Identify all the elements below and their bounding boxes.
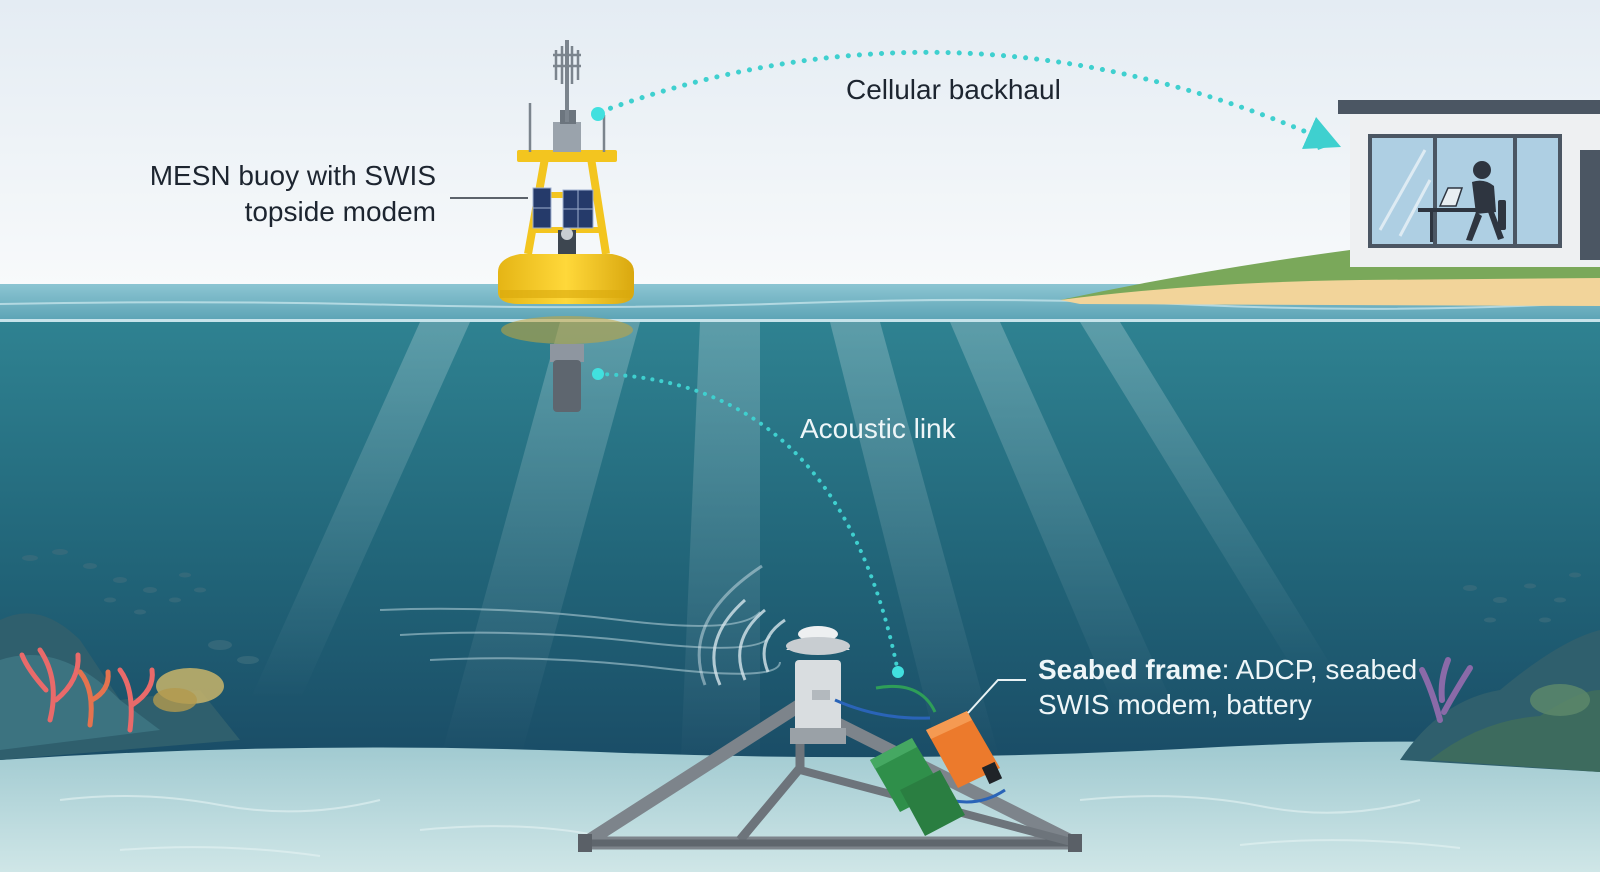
seabed-node-dot — [892, 666, 904, 678]
buoy-label: MESN buoy with SWIS topside modem — [100, 158, 436, 230]
arrow-head-icon — [1312, 130, 1337, 150]
seabed-leader-line — [967, 679, 1026, 714]
seabed-label-line1: Seabed frame: ADCP, seabed — [1038, 652, 1417, 687]
waterline — [0, 319, 1600, 322]
topside-modem-icon — [553, 122, 581, 152]
laptop-icon — [1438, 187, 1464, 207]
seabed — [0, 741, 1600, 872]
battery-icon — [870, 738, 965, 836]
buoy-icon — [498, 40, 634, 304]
current-flow-lines — [379, 607, 781, 675]
acoustic-node-dot — [592, 368, 604, 380]
buoy-label-line2: topside modem — [244, 196, 436, 227]
seabed-label-line2: SWIS modem, battery — [1038, 689, 1312, 720]
buoy-underside — [501, 316, 633, 412]
acoustic-link-arc — [596, 372, 900, 674]
building-icon — [1338, 100, 1600, 267]
transducer-icon — [553, 360, 581, 412]
antenna-icon — [528, 46, 606, 152]
acoustic-link-label: Acoustic link — [800, 413, 956, 444]
seabed-frame-icon — [578, 626, 1082, 852]
seabed-label-rest: : ADCP, seabed — [1221, 654, 1418, 685]
cellular-node-dot — [591, 107, 605, 121]
person-at-desk-icon — [1418, 161, 1506, 242]
cellular-backhaul-label: Cellular backhaul — [846, 74, 1061, 105]
coral-right-icon — [1400, 630, 1600, 772]
orange-modem-icon — [926, 711, 1003, 788]
seabed-label-bold: Seabed frame — [1038, 654, 1222, 685]
solar-panel-icon — [532, 187, 594, 229]
buoy-label-line1: MESN buoy with SWIS — [149, 160, 436, 191]
sand-beach — [1060, 278, 1600, 306]
coral-icon — [0, 613, 240, 760]
cellular-link-arc — [597, 49, 1342, 150]
adcp-icon — [786, 626, 850, 744]
fish-icon — [22, 549, 1581, 664]
acoustic-wave-arcs — [697, 564, 786, 686]
seabed-frame-label: Seabed frame: ADCP, seabed SWIS modem, b… — [1038, 652, 1417, 722]
